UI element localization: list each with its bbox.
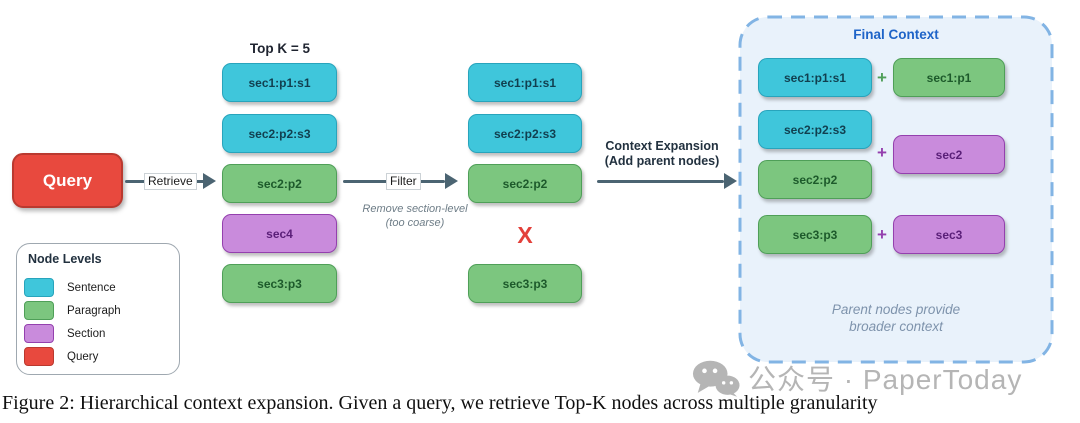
filtered-node-sec1-p1-s1: sec1:p1:s1 — [468, 63, 582, 102]
query-node: Query — [12, 153, 123, 208]
plus-sign-sec2: + — [877, 143, 887, 162]
final-parent-sec3: sec3 — [893, 215, 1005, 254]
plus-sign-sec1: + — [877, 68, 887, 87]
final-node-sec2-p2-s3: sec2:p2:s3 — [758, 110, 872, 149]
context-expansion-line1: Context Expansion — [605, 139, 719, 153]
filter-arrow-head — [445, 173, 458, 189]
final-context-dashed-border — [738, 15, 1054, 364]
context-expansion-line2: (Add parent nodes) — [604, 154, 720, 168]
filter-note: Remove section-level (too coarse) — [345, 203, 485, 230]
filter-note-line2: (too coarse) — [385, 216, 445, 229]
final-context-title: Final Context — [853, 27, 939, 42]
sentence-swatch — [24, 278, 54, 297]
legend-label-sentence: Sentence — [67, 281, 116, 294]
final-parent-sec1-p1: sec1:p1 — [893, 58, 1005, 97]
topk-node-sec3-p3: sec3:p3 — [222, 264, 337, 303]
final-context-note: Parent nodes provide broader context — [796, 301, 996, 335]
final-note-line1: Parent nodes provide — [831, 302, 961, 317]
legend-item-paragraph: Paragraph — [24, 301, 121, 320]
watermark: 公众号 · PaperToday — [692, 358, 1022, 398]
retrieve-arrow-label: Retrieve — [144, 173, 197, 190]
legend-item-query: Query — [24, 347, 98, 366]
filtered-node-sec2-p2: sec2:p2 — [468, 164, 582, 203]
watermark-text: 公众号 · PaperToday — [748, 364, 1023, 395]
filtered-node-sec2-p2-s3: sec2:p2:s3 — [468, 114, 582, 153]
topk-node-sec2-p2-s3: sec2:p2:s3 — [222, 114, 337, 153]
paragraph-swatch — [24, 301, 54, 320]
removed-node-x-mark: X — [517, 222, 533, 248]
wechat-icon — [692, 360, 740, 397]
topk-node-sec1-p1-s1: sec1:p1:s1 — [222, 63, 337, 102]
retrieve-arrow-head — [203, 173, 216, 189]
legend-label-query: Query — [67, 350, 99, 363]
filtered-node-sec3-p3: sec3:p3 — [468, 264, 582, 303]
legend-item-sentence: Sentence — [24, 278, 116, 297]
final-node-sec2-p2: sec2:p2 — [758, 160, 872, 199]
topk-title: Top K = 5 — [249, 41, 311, 56]
legend-item-section: Section — [24, 324, 105, 343]
final-node-sec1-p1-s1: sec1:p1:s1 — [758, 58, 872, 97]
final-parent-sec2: sec2 — [893, 135, 1005, 174]
section-swatch — [24, 324, 54, 343]
final-note-line2: broader context — [849, 319, 943, 334]
legend-label-paragraph: Paragraph — [67, 304, 121, 317]
context-expansion-label: Context Expansion (Add parent nodes) — [597, 139, 727, 169]
legend-node-levels: Node Levels Sentence Paragraph Section Q… — [16, 243, 180, 375]
figure-caption: Figure 2: Hierarchical context expansion… — [2, 392, 878, 414]
final-context-panel: Final Context sec1:p1:s1 sec2:p2:s3 sec2… — [738, 15, 1054, 365]
query-swatch — [24, 347, 54, 366]
topk-node-sec2-p2: sec2:p2 — [222, 164, 337, 203]
filter-arrow-label: Filter — [386, 173, 421, 190]
expand-arrow-line — [597, 180, 724, 183]
legend-label-section: Section — [67, 327, 106, 340]
filter-note-line1: Remove section-level — [362, 203, 468, 215]
expand-arrow-head — [724, 173, 737, 189]
topk-node-sec4: sec4 — [222, 214, 337, 253]
plus-sign-sec3: + — [877, 225, 887, 244]
final-node-sec3-p3: sec3:p3 — [758, 215, 872, 254]
legend-title: Node Levels — [28, 252, 102, 266]
